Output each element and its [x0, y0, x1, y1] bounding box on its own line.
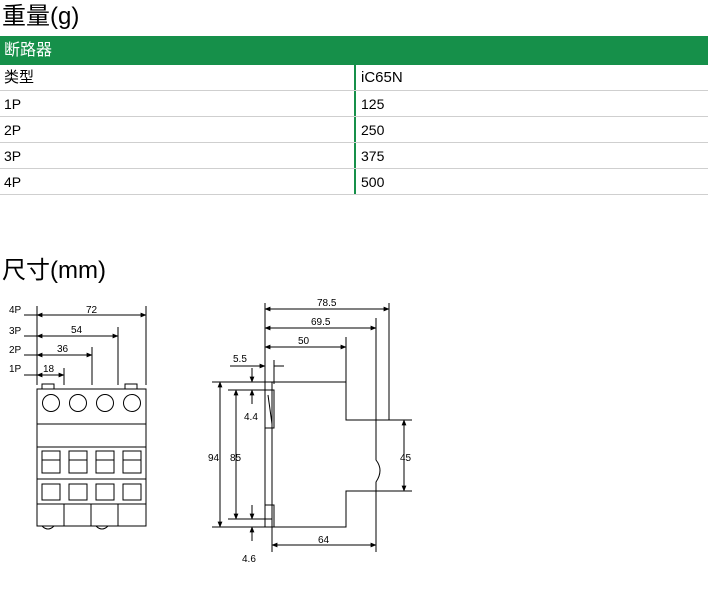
pole-label-3p: 3P [9, 326, 22, 337]
base-depth-label: 64 [318, 535, 330, 546]
dimensions-section-title: 尺寸(mm) [2, 257, 106, 284]
row-weight: 500 [361, 174, 385, 190]
row-weight: 250 [361, 122, 385, 138]
column-divider [354, 91, 356, 116]
table-row: 2P 250 [0, 117, 708, 143]
row-type: 2P [4, 122, 22, 138]
table-header-row: 类型 iC65N [0, 65, 708, 91]
weight-table: 断路器 类型 iC65N 1P 125 2P 250 3P 375 4P 500 [0, 36, 708, 195]
column-divider [354, 117, 356, 142]
column-divider [354, 169, 356, 194]
row-weight: 125 [361, 96, 385, 112]
table-row: 1P 125 [0, 91, 708, 117]
column-divider [354, 143, 356, 168]
table-title-bar: 断路器 [0, 36, 708, 65]
row-type: 3P [4, 148, 22, 164]
din-offset-label: 5.5 [233, 354, 247, 365]
side-depth-overall: 78.5 [317, 298, 337, 309]
row-type: 4P [4, 174, 22, 190]
table-row: 3P 375 [0, 143, 708, 169]
clip-top-label: 4.4 [244, 412, 258, 423]
pole-label-4p: 4P [9, 305, 22, 316]
front-view-drawing [24, 306, 147, 530]
clip-bottom-label: 4.6 [242, 554, 256, 565]
table-row: 4P 500 [0, 169, 708, 195]
height-body-label: 85 [230, 453, 242, 464]
side-depth-mid: 69.5 [311, 317, 331, 328]
weight-section-title: 重量(g) [2, 3, 80, 30]
side-view-drawing [212, 303, 412, 552]
width-label-2p: 36 [57, 344, 69, 355]
face-height-label: 45 [400, 453, 412, 464]
height-total-label: 94 [208, 453, 220, 464]
width-label-3p: 54 [71, 325, 83, 336]
column-divider [354, 65, 356, 90]
row-type: 1P [4, 96, 22, 112]
column-header-type: 类型 [4, 69, 35, 86]
width-label-4p: 72 [86, 305, 98, 316]
row-weight: 375 [361, 148, 385, 164]
side-depth-body: 50 [298, 336, 310, 347]
pole-label-2p: 2P [9, 345, 22, 356]
width-label-1p: 18 [43, 364, 55, 375]
pole-label-1p: 1P [9, 364, 22, 375]
column-header-model: iC65N [361, 69, 403, 86]
